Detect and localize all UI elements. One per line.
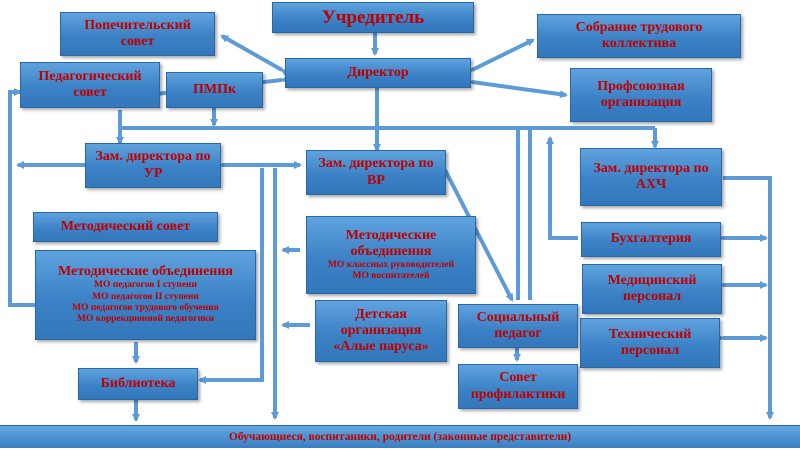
labor-collective-box: Собрание трудового коллектива — [537, 14, 741, 58]
accounting-label: Бухгалтерия — [610, 231, 692, 247]
medical-label: Медицинский персонал — [607, 272, 697, 304]
library-label: Библиотека — [100, 375, 176, 391]
board-of-trustees-box: Попечительский совет — [60, 12, 215, 56]
pmpk-label: ПМПк — [192, 81, 237, 97]
prevention-council-label: Совет профилактики — [470, 370, 566, 402]
technical-box: Технический персонал — [580, 318, 720, 368]
ped-council-box: Педагогический совет — [20, 62, 160, 108]
accounting-box: Бухгалтерия — [581, 222, 721, 257]
trade-union-box: Профсоюзная организация — [570, 68, 712, 122]
deputy-ahch-box: Зам. директора по АХЧ — [580, 148, 722, 206]
library-box: Библиотека — [78, 368, 198, 400]
method-assoc-ur-box: Методические объединения МО педагогов I … — [35, 250, 256, 340]
method-assoc-vr-item: МО классных руководителей — [327, 259, 455, 270]
children-org-label: Детская организация «Алые паруса» — [333, 306, 429, 355]
method-assoc-vr-item: МО воспитателей — [352, 271, 430, 282]
students-label: Обучающиеся, воспитаники, родители (зако… — [228, 431, 572, 443]
method-council-label: Методический совет — [60, 218, 191, 234]
labor-collective-label: Собрание трудового коллектива — [575, 19, 703, 51]
method-council-box: Методический совет — [33, 212, 218, 242]
deputy-ur-box: Зам. директора по УР — [85, 143, 221, 188]
method-assoc-ur-title: Методические объединения — [58, 264, 233, 280]
social-pedagogue-label: Социальный педагог — [476, 309, 560, 341]
method-assoc-ur-item: МО педагогов трудового обучения — [72, 303, 219, 314]
prevention-council-box: Совет профилактики — [458, 364, 578, 409]
pmpk-box: ПМПк — [166, 72, 263, 108]
method-assoc-ur-item: МО коррекционной педагогики — [76, 314, 214, 325]
method-assoc-ur-item: МО педагогов I ступени — [94, 280, 197, 291]
founder-box: Учредитель — [272, 2, 474, 33]
director-box: Директор — [285, 58, 471, 88]
social-pedagogue-box: Социальный педагог — [458, 304, 578, 348]
deputy-vr-box: Зам. директора по ВР — [306, 150, 446, 195]
trade-union-label: Профсоюзная организация — [597, 78, 685, 110]
children-org-box: Детская организация «Алые паруса» — [315, 300, 447, 362]
students-bar: Обучающиеся, воспитаники, родители (зако… — [0, 425, 800, 448]
board-of-trustees-label: Попечительский совет — [84, 17, 191, 49]
director-label: Директор — [347, 64, 409, 80]
method-assoc-ur-item: МО педагогов II ступени — [92, 291, 199, 302]
method-assoc-vr-title: Методические объединения — [345, 227, 437, 259]
medical-box: Медицинский персонал — [582, 264, 722, 314]
deputy-ur-label: Зам. директора по УР — [95, 149, 211, 181]
deputy-ahch-label: Зам. директора по АХЧ — [593, 160, 709, 192]
technical-label: Технический персонал — [608, 326, 692, 358]
deputy-vr-label: Зам. директора по ВР — [318, 156, 434, 188]
founder-label: Учредитель — [321, 6, 425, 28]
ped-council-label: Педагогический совет — [38, 68, 142, 100]
method-assoc-vr-box: Методические объединения МО классных рук… — [306, 216, 476, 294]
